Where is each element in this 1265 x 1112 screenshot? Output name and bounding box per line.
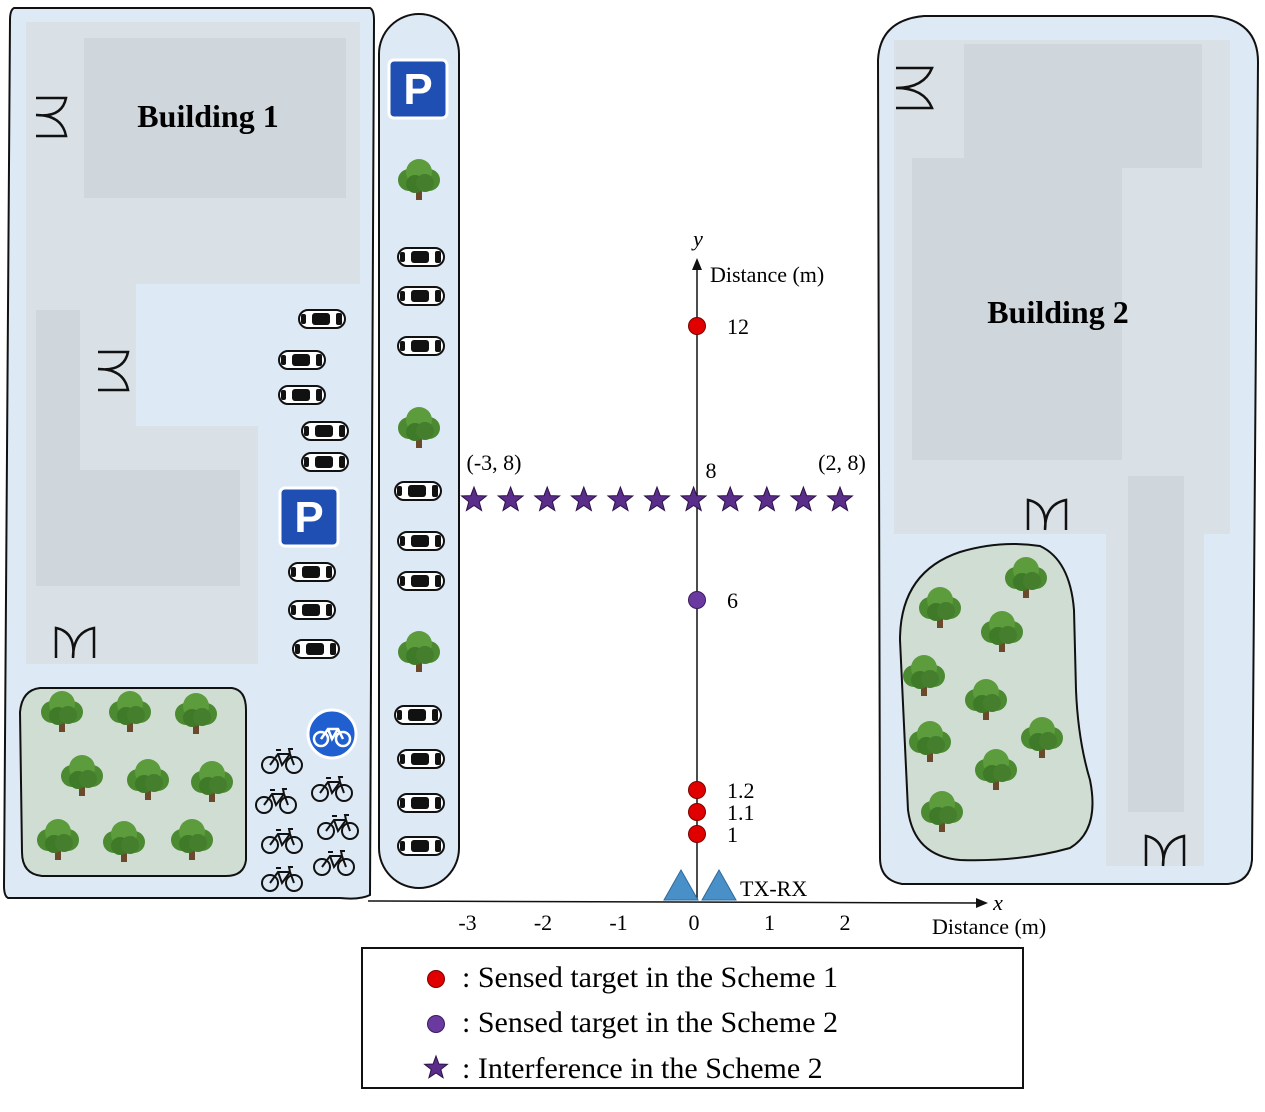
legend-box — [361, 947, 1024, 1089]
interference-star — [753, 485, 781, 512]
interference-star — [570, 485, 598, 512]
x-axis-tick-labels: -3 -2 -1 0 1 2 — [458, 910, 850, 935]
x-axis — [367, 898, 988, 908]
x-axis-arrow-icon — [976, 898, 988, 908]
interference-star — [826, 485, 854, 512]
legend-star-icon — [423, 1054, 449, 1079]
scheme1-target-label: 12 — [727, 314, 749, 339]
legend-item-interference: : Interference in the Scheme 2 — [462, 1052, 823, 1085]
legend-scheme2-dot-icon — [427, 1015, 445, 1033]
x-tick-label: 0 — [689, 910, 700, 935]
tx-antenna-icon — [663, 868, 699, 901]
x-tick-label: -1 — [609, 910, 627, 935]
y-axis-name: y — [691, 226, 703, 251]
building-2-roof — [964, 44, 1202, 168]
interference-star — [533, 485, 561, 512]
parking-sign-median-letter: P — [403, 65, 432, 114]
legend-item-scheme1: : Sensed target in the Scheme 1 — [462, 961, 838, 994]
scheme1-target-label: 1.2 — [727, 778, 755, 803]
interference-star — [496, 485, 525, 512]
rx-antenna-icon — [701, 868, 737, 901]
building-1-annex-2 — [62, 470, 240, 586]
scheme1-target — [688, 781, 706, 799]
legend-scheme1-dot-icon — [427, 970, 445, 988]
building-1-roof — [84, 38, 346, 198]
y-axis-label: Distance (m) — [710, 262, 824, 287]
parking-sign-left-letter: P — [294, 493, 323, 542]
scheme2-target-label: 6 — [727, 588, 738, 613]
y-axis-arrow-icon — [692, 258, 702, 270]
x-tick-label: -2 — [534, 910, 552, 935]
x-tick-label: 2 — [840, 910, 851, 935]
interference-star — [460, 485, 488, 512]
interference-right-label: (2, 8) — [818, 450, 866, 475]
building-2-wing — [912, 158, 1122, 460]
interference-center-label: 8 — [706, 458, 717, 483]
scheme1-target — [688, 317, 706, 335]
legend: : Sensed target in the Scheme 1 : Sensed… — [361, 947, 1024, 1089]
x-tick-label: -3 — [458, 910, 476, 935]
parking-sign-median: P — [387, 58, 449, 120]
x-tick-label: 1 — [764, 910, 775, 935]
interference-stars — [460, 485, 854, 512]
median-strip — [378, 13, 460, 889]
interference-left-label: (-3, 8) — [467, 450, 522, 475]
x-axis-label: Distance (m) — [932, 914, 1046, 939]
building-2-label: Building 2 — [987, 294, 1128, 330]
interference-star — [679, 485, 708, 512]
scheme1-target-label: 1.1 — [727, 800, 755, 825]
scheme2-target — [688, 591, 706, 609]
interference-star — [643, 485, 671, 512]
interference-star — [606, 485, 635, 512]
building-1-label: Building 1 — [137, 98, 278, 134]
scheme1-target — [688, 825, 706, 843]
parking-sign-left: P — [278, 486, 340, 548]
legend-item-scheme2: : Sensed target in the Scheme 2 — [462, 1006, 838, 1039]
scheme1-target-label: 1 — [727, 822, 738, 847]
interference-star — [716, 485, 744, 512]
left-park-trees — [37, 691, 233, 862]
scheme1-target — [688, 803, 706, 821]
txrx-antennas — [663, 868, 737, 901]
sensed-targets: 12 1.21.11 6 — [688, 314, 755, 847]
txrx-label: TX-RX — [740, 876, 807, 901]
x-axis-name: x — [992, 890, 1003, 915]
building-2-annex-inner — [1128, 476, 1184, 812]
interference-star — [789, 485, 818, 512]
bicycle-sign-icon — [306, 708, 358, 760]
